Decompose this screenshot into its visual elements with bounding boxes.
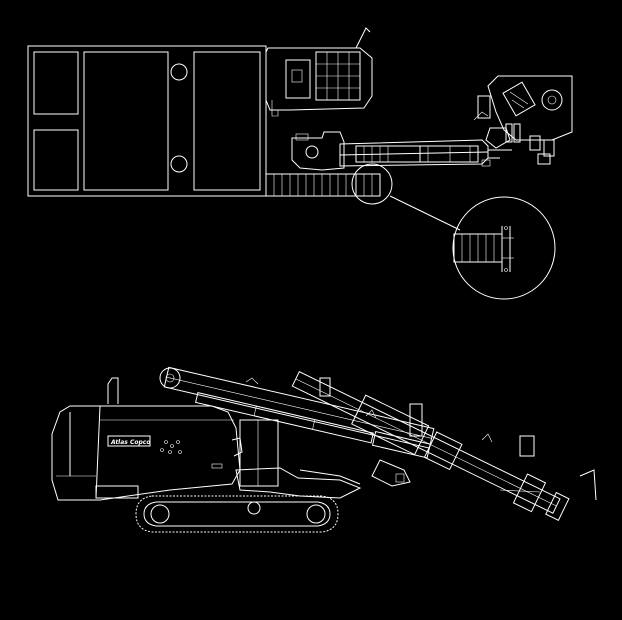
- crawler-track: [135, 495, 339, 533]
- feed-clamp: [477, 95, 491, 119]
- side-view: Atlas Copco: [51, 366, 597, 533]
- logo-plate: [107, 435, 151, 447]
- side-boom-cylinder: [195, 391, 374, 444]
- chassis-panel-bl: [33, 129, 79, 191]
- decal-pattern: [160, 440, 182, 454]
- feed-bracket: [319, 377, 331, 397]
- track-inner: [143, 501, 331, 527]
- boom-side-pivot: [159, 367, 181, 389]
- antenna: [355, 27, 371, 49]
- rock-drill: [351, 394, 430, 456]
- track-idler-wheel: [150, 504, 170, 524]
- feed-reel: [541, 89, 563, 111]
- engine-grille: [95, 485, 139, 499]
- chassis-outline: [27, 45, 267, 197]
- detail-callout-circle: [351, 163, 393, 205]
- cab-post: [239, 419, 279, 487]
- cabin-seat: [285, 59, 311, 99]
- feed-stinger: [579, 469, 597, 501]
- detail-view: [452, 196, 556, 300]
- pivot-circle-bottom: [170, 155, 188, 173]
- boom-assembly: [163, 366, 435, 459]
- top-view: [27, 27, 573, 231]
- exhaust-stack: [107, 377, 119, 404]
- boom-pivot: [305, 145, 319, 159]
- pivot-circle-top: [170, 63, 188, 81]
- chassis-panel-center: [83, 51, 169, 191]
- logo-text: Atlas Copco: [110, 439, 150, 446]
- door-handle: [231, 437, 243, 457]
- boom-link: [371, 459, 411, 487]
- chassis-panel-right: [193, 51, 261, 191]
- feed-front-plate: [545, 491, 570, 521]
- drill-tip: [543, 139, 555, 157]
- chassis-panel-tl: [33, 51, 79, 115]
- track-drive-sprocket: [306, 504, 326, 524]
- detail-leader-line: [389, 195, 461, 231]
- feed-gearbox: [502, 81, 536, 117]
- cabin-outline: [265, 47, 373, 111]
- track-roller: [247, 501, 261, 515]
- feed-beam-assembly: [291, 371, 570, 521]
- undercarriage-frame: [235, 467, 362, 499]
- detail-circle: [452, 196, 556, 300]
- drill-rod-chain: [265, 173, 357, 197]
- feed-end-guide: [512, 473, 547, 513]
